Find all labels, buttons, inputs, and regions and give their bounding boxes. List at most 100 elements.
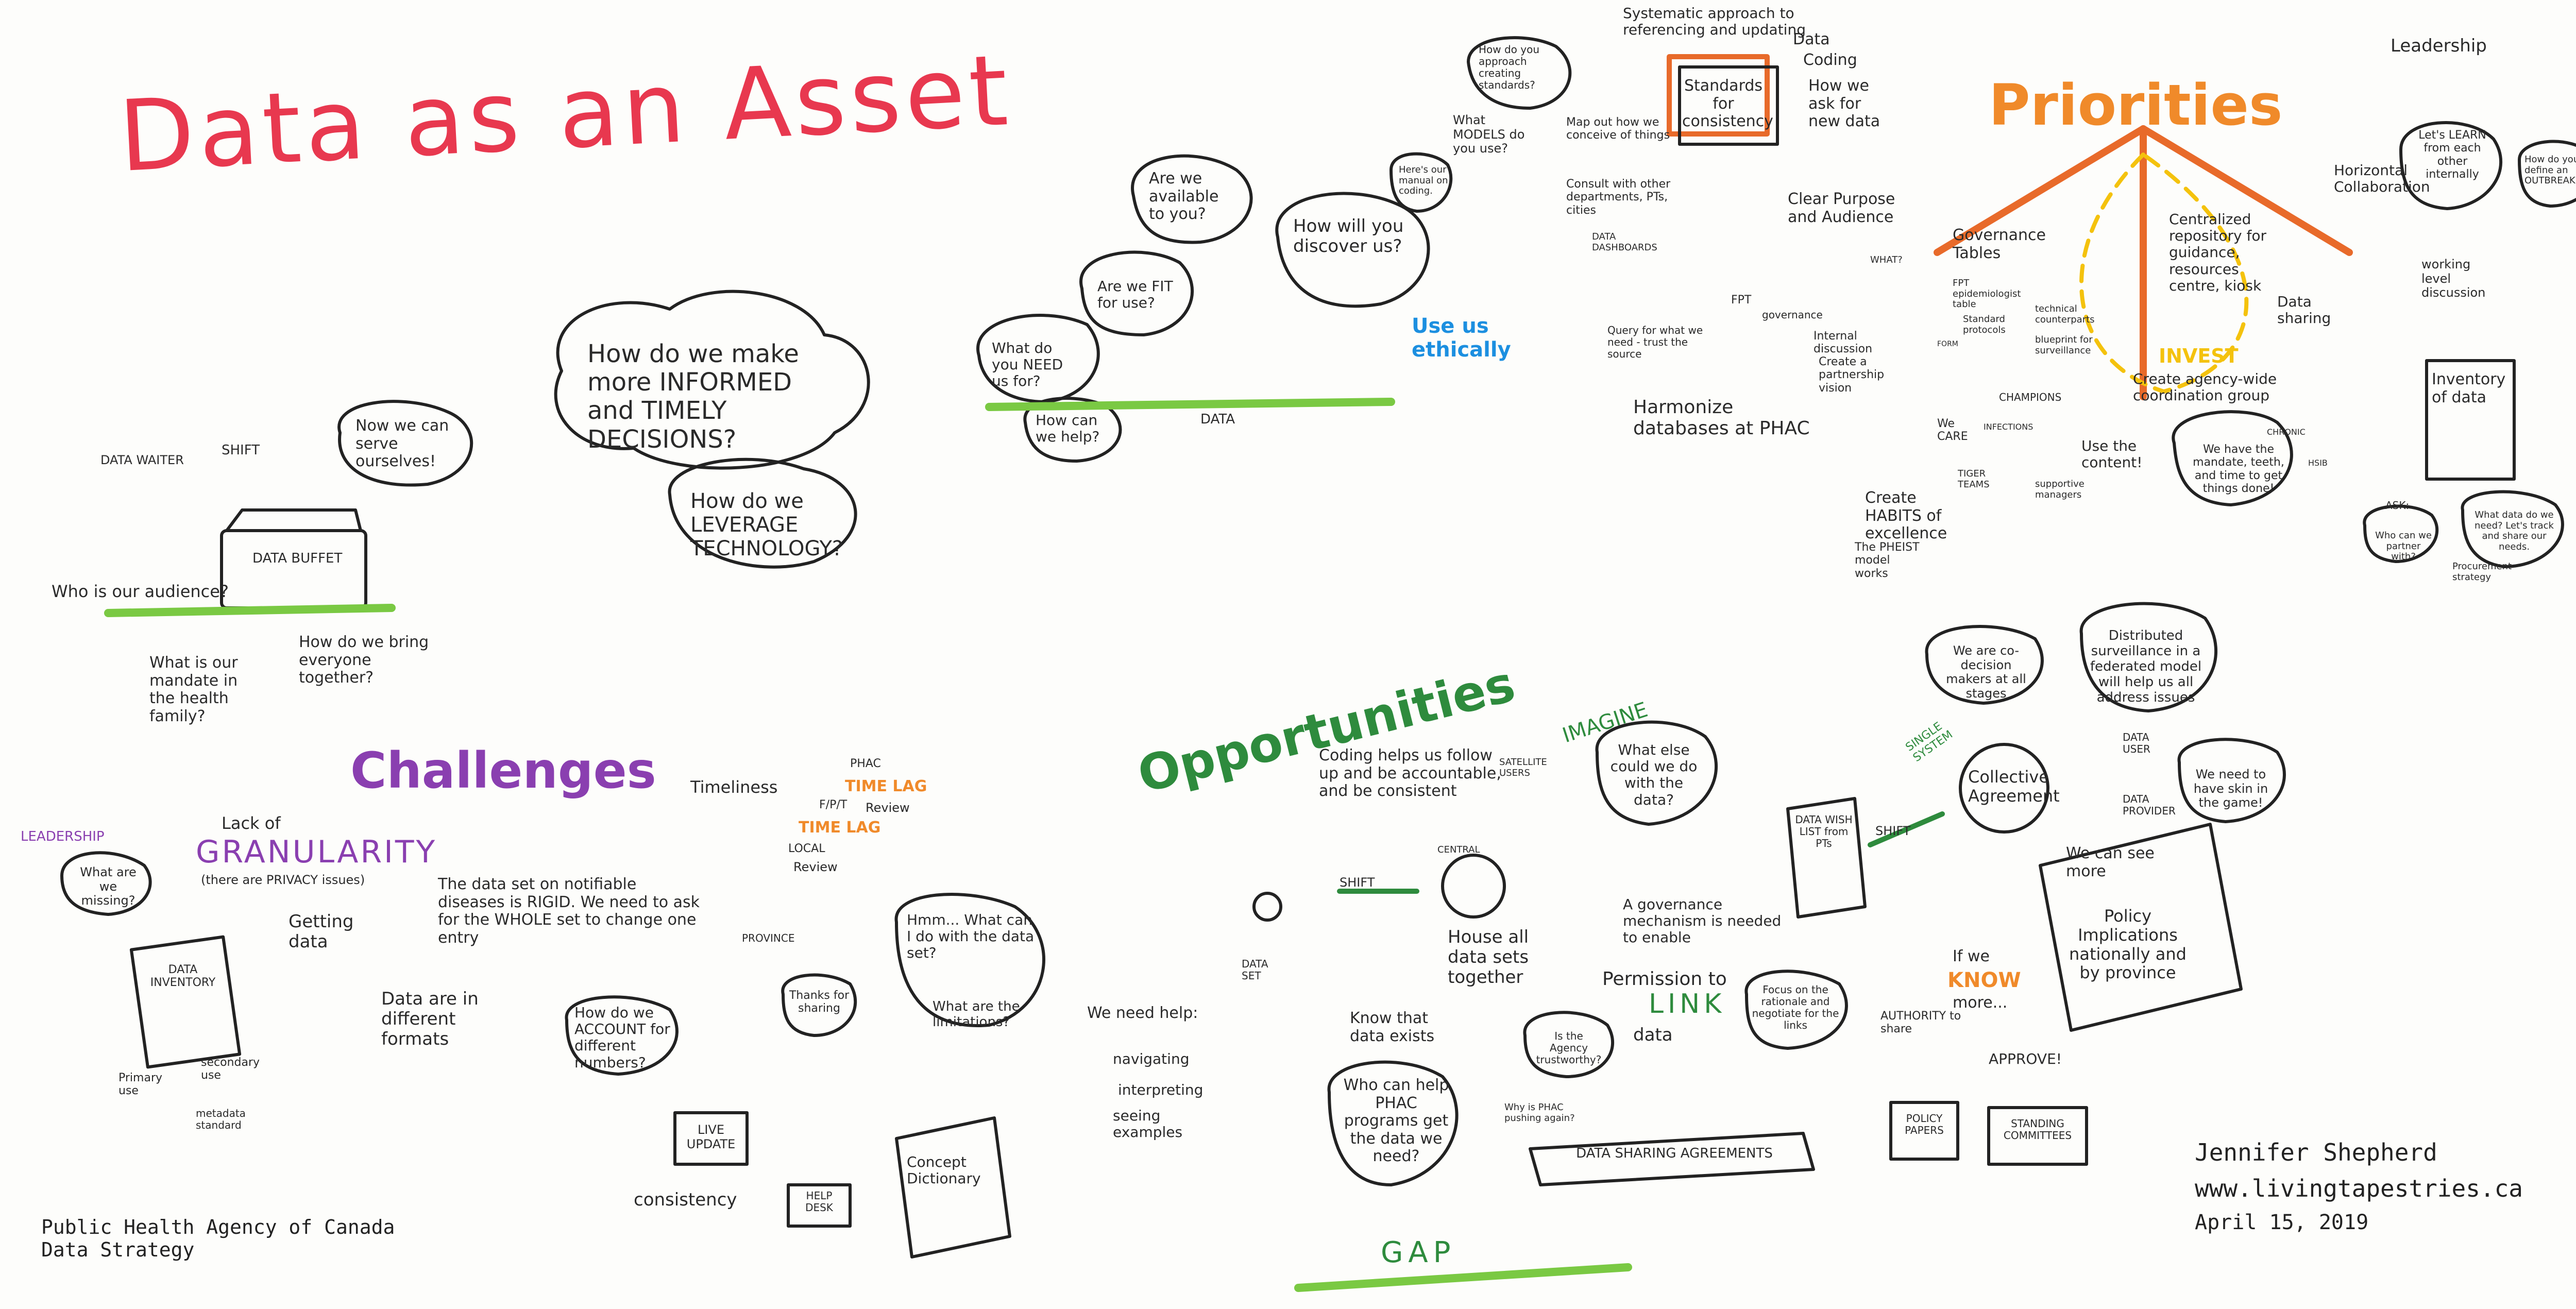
- working-level: working level discussion: [2421, 257, 2486, 300]
- else-bubble: [1595, 720, 1718, 826]
- hmm-text: Hmm... What can I do with the data set?: [907, 911, 1035, 962]
- standards-coding: Coding: [1803, 51, 1857, 69]
- recording-date: April 15, 2019: [2195, 1211, 2369, 1234]
- gap-word: GAP: [1381, 1236, 1456, 1269]
- codecision-bubble: [1925, 625, 2044, 705]
- we-care: We CARE: [1937, 417, 1968, 444]
- decisions-question: How do we make more INFORMED and TIMELY …: [587, 339, 799, 454]
- data-set-label: DATA SET: [1242, 958, 1268, 982]
- data-provider: DATA PROVIDER: [2123, 793, 2176, 817]
- hmm-bubble: [894, 893, 1045, 1027]
- see-more: We can see more: [2066, 844, 2155, 880]
- wish-list-scroll: [1786, 797, 1867, 919]
- governance-tables: Governance Tables: [1953, 226, 2046, 262]
- approach-bubble: [1467, 36, 1572, 110]
- agreements-text: DATA SHARING AGREEMENTS: [1576, 1146, 1773, 1161]
- thanks-bubble: [781, 973, 857, 1037]
- gap-grass: [1294, 1263, 1632, 1292]
- learn-text: Let's LEARN from each other internally: [2418, 129, 2486, 181]
- metadata-standard: metadata standard: [196, 1107, 246, 1131]
- technical-counterparts: technical counterparts: [2035, 303, 2095, 325]
- interpreting: interpreting: [1118, 1081, 1204, 1098]
- pheist-model: The PHEIST model works: [1855, 541, 1920, 580]
- fpt-epi-table: FPT epidemiologist table: [1953, 278, 2021, 310]
- blueprint: blueprint for surveillance: [2035, 334, 2093, 356]
- buffet-table: [220, 529, 367, 609]
- time-lag-2: TIME LAG: [799, 819, 881, 837]
- fit-text: Are we FIT for use?: [1097, 278, 1173, 312]
- available-text: Are we available to you?: [1149, 169, 1219, 223]
- outbreak-bubble: [2518, 140, 2576, 208]
- skin-bubble: [2177, 738, 2286, 823]
- habits-excellence: Create HABITS of excellence: [1865, 489, 1947, 542]
- approve-text: APPROVE!: [1989, 1050, 2062, 1067]
- invest-arc: [2079, 152, 2249, 394]
- clear-purpose: Clear Purpose and Audience: [1788, 190, 1895, 226]
- data-buffet-label: DATA BUFFET: [252, 551, 343, 566]
- province-label: PROVINCE: [742, 932, 795, 944]
- technology-question: How do we LEVERAGE TECHNOLOGY?: [690, 489, 843, 560]
- consistency: consistency: [634, 1189, 737, 1210]
- secondary-use: secondary use: [201, 1056, 260, 1082]
- rigid-note: The data set on notifiable diseases is R…: [438, 875, 700, 947]
- fpt-level: F/P/T: [819, 798, 848, 811]
- help-desk: HELP DESK: [805, 1189, 833, 1214]
- live-update-box: [673, 1111, 749, 1166]
- serve-bubble: [337, 400, 473, 487]
- local-level: LOCAL: [788, 842, 825, 855]
- coordination-group: Create agency-wide coordination group: [2133, 370, 2277, 404]
- data-set-node: [1252, 892, 1282, 922]
- org-footer: Public Health Agency of Canada Data Stra…: [41, 1216, 395, 1261]
- governance-mechanism: A governance mechanism is needed to enab…: [1623, 896, 1782, 946]
- distributed-text: Distributed surveillance in a federated …: [2090, 628, 2202, 705]
- approach-text: How do you approach creating standards?: [1479, 43, 1540, 91]
- data-label: DATA: [1200, 412, 1235, 427]
- policy-implications: Policy Implications nationally and by pr…: [2069, 906, 2187, 983]
- priorities-heading: Priorities: [1989, 72, 2283, 138]
- central-label: CENTRAL: [1437, 844, 1480, 855]
- privacy-note: (there are PRIVACY issues): [201, 873, 365, 887]
- ask-label: ASK:: [2385, 499, 2410, 512]
- policy-papers-box: [1889, 1101, 1959, 1161]
- timeliness: Timeliness: [690, 777, 778, 797]
- mandate-teeth: We have the mandate, teeth, and time to …: [2193, 443, 2284, 495]
- shift-opportunity-2: SHIFT: [1875, 824, 1911, 838]
- who-help-text: Who can help PHAC programs get the data …: [1343, 1076, 1449, 1165]
- fit-bubble: [1079, 250, 1194, 336]
- shift-label: SHIFT: [222, 443, 260, 458]
- technology-bubble: [668, 457, 857, 569]
- data-sharing: Data sharing: [2277, 293, 2331, 327]
- standards-box: [1667, 54, 1770, 137]
- agreements-banner: [1529, 1132, 1815, 1186]
- inventory-doc-text: DATA INVENTORY: [150, 963, 216, 990]
- satellite-label: SATELLITE USERS: [1499, 757, 1547, 778]
- inventory-of-data: Inventory of data: [2432, 370, 2506, 406]
- focus-bubble: [1744, 970, 1848, 1050]
- concept-dictionary: Concept Dictionary: [907, 1153, 981, 1187]
- partnership-vision: Create a partnership vision: [1819, 355, 1885, 395]
- primary-use: Primary use: [118, 1072, 163, 1098]
- together-question: How do we bring everyone together?: [299, 633, 429, 687]
- data-inventory-doc: [129, 935, 242, 1069]
- trustworthy-text: Is the Agency trustworthy?: [1536, 1030, 1602, 1066]
- manual-text: Here's our manual on coding.: [1399, 164, 1448, 197]
- seeing-examples: seeing examples: [1113, 1107, 1183, 1141]
- help-bubble: [1023, 397, 1122, 463]
- governance-label: governance: [1762, 309, 1823, 321]
- challenges-heading: Challenges: [350, 742, 656, 800]
- help-text: How can we help?: [1036, 412, 1100, 446]
- consult-text: Consult with other departments, PTs, cit…: [1566, 178, 1671, 217]
- standards-data: Data: [1793, 30, 1830, 48]
- house-data: House all data sets together: [1448, 927, 1529, 988]
- granularity-pre: Lack of: [222, 813, 281, 833]
- leadership-priority: Leadership: [2391, 36, 2487, 56]
- time-lag-1: TIME LAG: [845, 777, 927, 795]
- account-bubble: [565, 995, 679, 1076]
- audience-question: Who is our audience?: [52, 582, 229, 601]
- standard-protocols: Standard protocols: [1963, 314, 2006, 335]
- permission-to: Permission to: [1602, 968, 1727, 990]
- supportive-managers: supportive managers: [2035, 479, 2084, 500]
- know-exists: Know that data exists: [1350, 1009, 1435, 1045]
- know-more: more...: [1953, 994, 2008, 1012]
